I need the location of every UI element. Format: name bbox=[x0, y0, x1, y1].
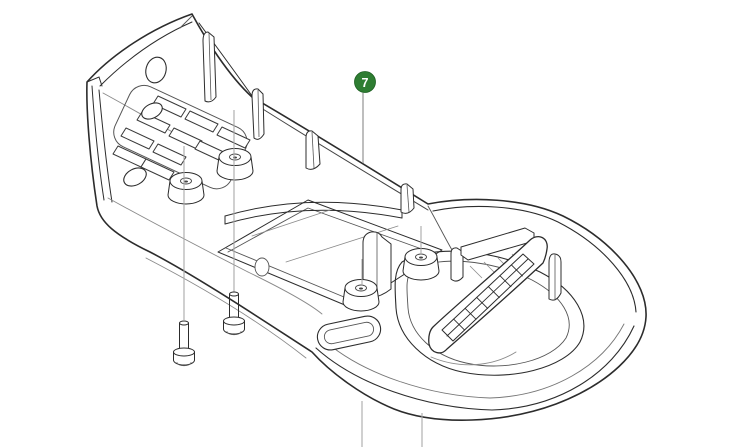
ribbed-grip bbox=[428, 236, 562, 366]
oval-holes bbox=[123, 56, 167, 187]
oblong-hole bbox=[316, 315, 382, 351]
boss-3 bbox=[342, 279, 380, 312]
vent-slots bbox=[112, 95, 251, 181]
screw-bolt-left bbox=[173, 320, 195, 367]
battery-tray bbox=[217, 199, 443, 309]
divider-band-lower bbox=[224, 209, 403, 225]
loop-bottom-edge-mid bbox=[315, 325, 635, 411]
screws bbox=[173, 291, 245, 367]
grip-shadow bbox=[430, 351, 517, 366]
grip-ladder-frame bbox=[441, 253, 535, 342]
callout-7-badge[interactable]: 7 bbox=[354, 71, 376, 93]
callout-7-label: 7 bbox=[362, 76, 369, 90]
fin-c bbox=[400, 183, 415, 214]
fin-tip bbox=[202, 31, 217, 103]
oval-hole-mid bbox=[141, 102, 163, 120]
loop-opening-outer bbox=[394, 250, 585, 376]
leader-lines bbox=[183, 93, 423, 447]
screw-bolt-right bbox=[223, 291, 245, 336]
loop-top-face-rim bbox=[325, 323, 625, 399]
boss-1 bbox=[167, 172, 205, 205]
callout-7-circle[interactable] bbox=[354, 71, 376, 93]
loop-rim-inner bbox=[432, 205, 637, 313]
oval-hole-low bbox=[123, 167, 147, 187]
outer-silhouette bbox=[86, 13, 647, 421]
boss-2 bbox=[216, 148, 254, 181]
tray-tab bbox=[254, 257, 270, 277]
grip-ladder-midline bbox=[446, 258, 529, 337]
boss-4 bbox=[402, 248, 440, 281]
oval-hole-top bbox=[145, 56, 167, 84]
housing-shell bbox=[86, 13, 647, 421]
grip-ladder-rungs bbox=[453, 264, 523, 331]
bracket-wall bbox=[450, 227, 544, 282]
screw-bosses bbox=[167, 148, 440, 312]
divider-band bbox=[224, 201, 403, 217]
fin-a bbox=[251, 88, 265, 140]
